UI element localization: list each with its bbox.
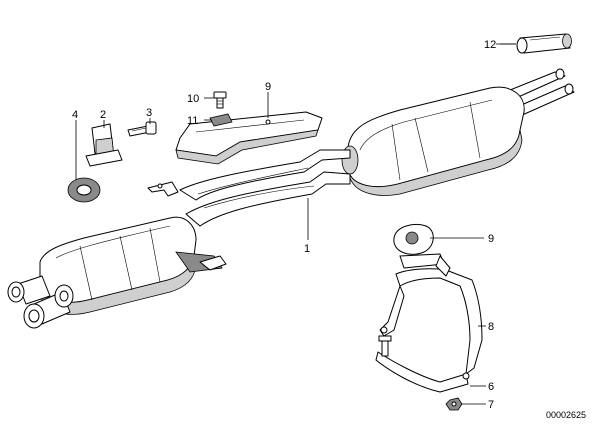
rear-silencer [341,86,525,196]
part-7-nut [445,397,463,411]
center-pipes [179,149,351,227]
part-10-screw [213,91,227,109]
callout-2: 2 [100,109,106,121]
callout-4: 4 [72,109,78,121]
callout-10: 10 [187,93,199,105]
part-12-sleeve [500,33,572,54]
callout-6: 6 [488,381,494,393]
part-11-clip-nut [209,113,233,127]
callout-1: 1 [304,243,310,255]
part-8-strap-clamp [375,255,483,393]
callout-11: 11 [187,115,198,127]
callout-8: 8 [488,321,494,333]
part-2-bracket [85,123,123,167]
callout-12: 12 [484,39,496,51]
callout-3: 3 [146,107,152,119]
part-4-rubber-ring [67,177,101,203]
front-downpipes [7,275,74,329]
callout-9-upper: 9 [265,81,271,93]
part-6-bolt [378,335,392,357]
part-9-rubber-mount [393,224,445,269]
document-id: 00002625 [546,410,586,420]
mid-hanger-bracket [147,181,179,197]
callout-labels: 12 1 9 10 11 2 3 4 9 8 6 7 [72,39,496,411]
callout-7: 7 [488,399,494,411]
tailpipes [504,68,575,117]
part-3-bolt [127,121,157,137]
callout-9-lower: 9 [488,233,494,245]
leader-lines [75,43,516,405]
